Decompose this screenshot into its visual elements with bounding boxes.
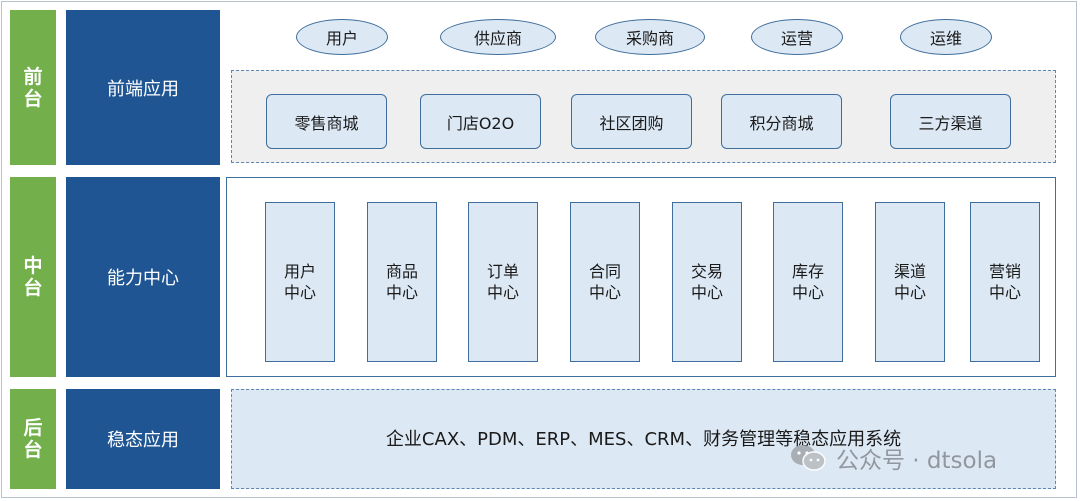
watermark-text: 公众号 · dtsola <box>836 448 998 474</box>
capability-name: 商品 <box>385 262 418 281</box>
role-operations: 运营 <box>751 19 843 55</box>
capability-name: 合同 <box>588 262 621 281</box>
capability-name: 交易 <box>690 262 723 281</box>
middle-label: 能力中心 <box>66 177 220 377</box>
capability-name: 用户 <box>283 262 316 281</box>
front-label: 前端应用 <box>66 10 220 165</box>
watermark: 公众号 · dtsola <box>788 443 998 474</box>
capability-order-center: 订单 中心 <box>468 202 538 362</box>
capability-product-center: 商品 中心 <box>367 202 437 362</box>
back-systems-area <box>231 389 1056 489</box>
front-app-points-mall: 积分商城 <box>721 94 842 149</box>
tier-back: 后台 <box>10 389 56 489</box>
capability-marketing-center: 营销 中心 <box>970 202 1040 362</box>
wechat-icon <box>791 445 826 471</box>
capability-suffix: 中心 <box>893 283 926 302</box>
capability-suffix: 中心 <box>791 283 824 302</box>
tier-front: 前台 <box>10 10 56 165</box>
capability-suffix: 中心 <box>486 283 519 302</box>
back-systems-text: 企业CAX、PDM、ERP、MES、CRM、财务管理等稳态应用系统 <box>385 429 902 450</box>
role-user: 用户 <box>296 19 388 55</box>
capability-name: 营销 <box>988 262 1021 281</box>
capability-inventory-center: 库存 中心 <box>773 202 843 362</box>
tier-middle: 中台 <box>10 177 56 377</box>
front-app-third-party-channel: 三方渠道 <box>890 94 1011 149</box>
capability-transaction-center: 交易 中心 <box>672 202 742 362</box>
capability-suffix: 中心 <box>690 283 723 302</box>
capability-suffix: 中心 <box>283 283 316 302</box>
front-app-community-group-buy: 社区团购 <box>571 94 692 149</box>
role-maintenance: 运维 <box>900 19 992 55</box>
front-app-store-o2o: 门店O2O <box>420 94 541 149</box>
capability-name: 库存 <box>791 262 824 281</box>
capability-suffix: 中心 <box>385 283 418 302</box>
capability-suffix: 中心 <box>988 283 1021 302</box>
capability-name: 渠道 <box>893 262 926 281</box>
capability-user-center: 用户 中心 <box>265 202 335 362</box>
role-purchaser: 采购商 <box>595 19 705 55</box>
front-app-retail-mall: 零售商城 <box>266 94 387 149</box>
back-label: 稳态应用 <box>66 389 220 489</box>
capability-channel-center: 渠道 中心 <box>875 202 945 362</box>
capability-contract-center: 合同 中心 <box>570 202 640 362</box>
capability-name: 订单 <box>486 262 519 281</box>
capability-suffix: 中心 <box>588 283 621 302</box>
role-supplier: 供应商 <box>440 19 556 55</box>
